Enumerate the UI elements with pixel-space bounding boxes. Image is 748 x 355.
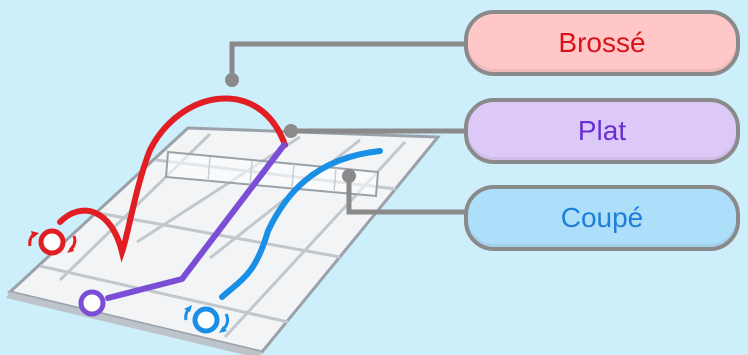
label-coupe: Coupé	[464, 185, 740, 251]
leader-dot-coupe	[342, 169, 356, 183]
tennis-court	[6, 126, 442, 355]
leader-dot-plat	[284, 124, 298, 138]
topspin-trajectory	[57, 95, 288, 263]
court-edge	[6, 292, 262, 355]
ball-without-spin-icon	[78, 289, 106, 317]
ball-with-backspin-icon	[184, 305, 230, 334]
leader-dots	[225, 73, 356, 183]
ball-with-forward-spin-icon	[28, 228, 77, 256]
flat-trajectory	[105, 142, 287, 301]
label-brosse: Brossé	[464, 10, 740, 76]
slice-trajectory	[219, 148, 383, 300]
label-plat: Plat	[464, 98, 740, 164]
leader-line-brosse	[229, 41, 467, 83]
leader-lines	[229, 41, 467, 215]
leader-line-coupe	[346, 173, 467, 215]
court-net	[164, 150, 380, 198]
leader-dot-brosse	[225, 73, 239, 87]
